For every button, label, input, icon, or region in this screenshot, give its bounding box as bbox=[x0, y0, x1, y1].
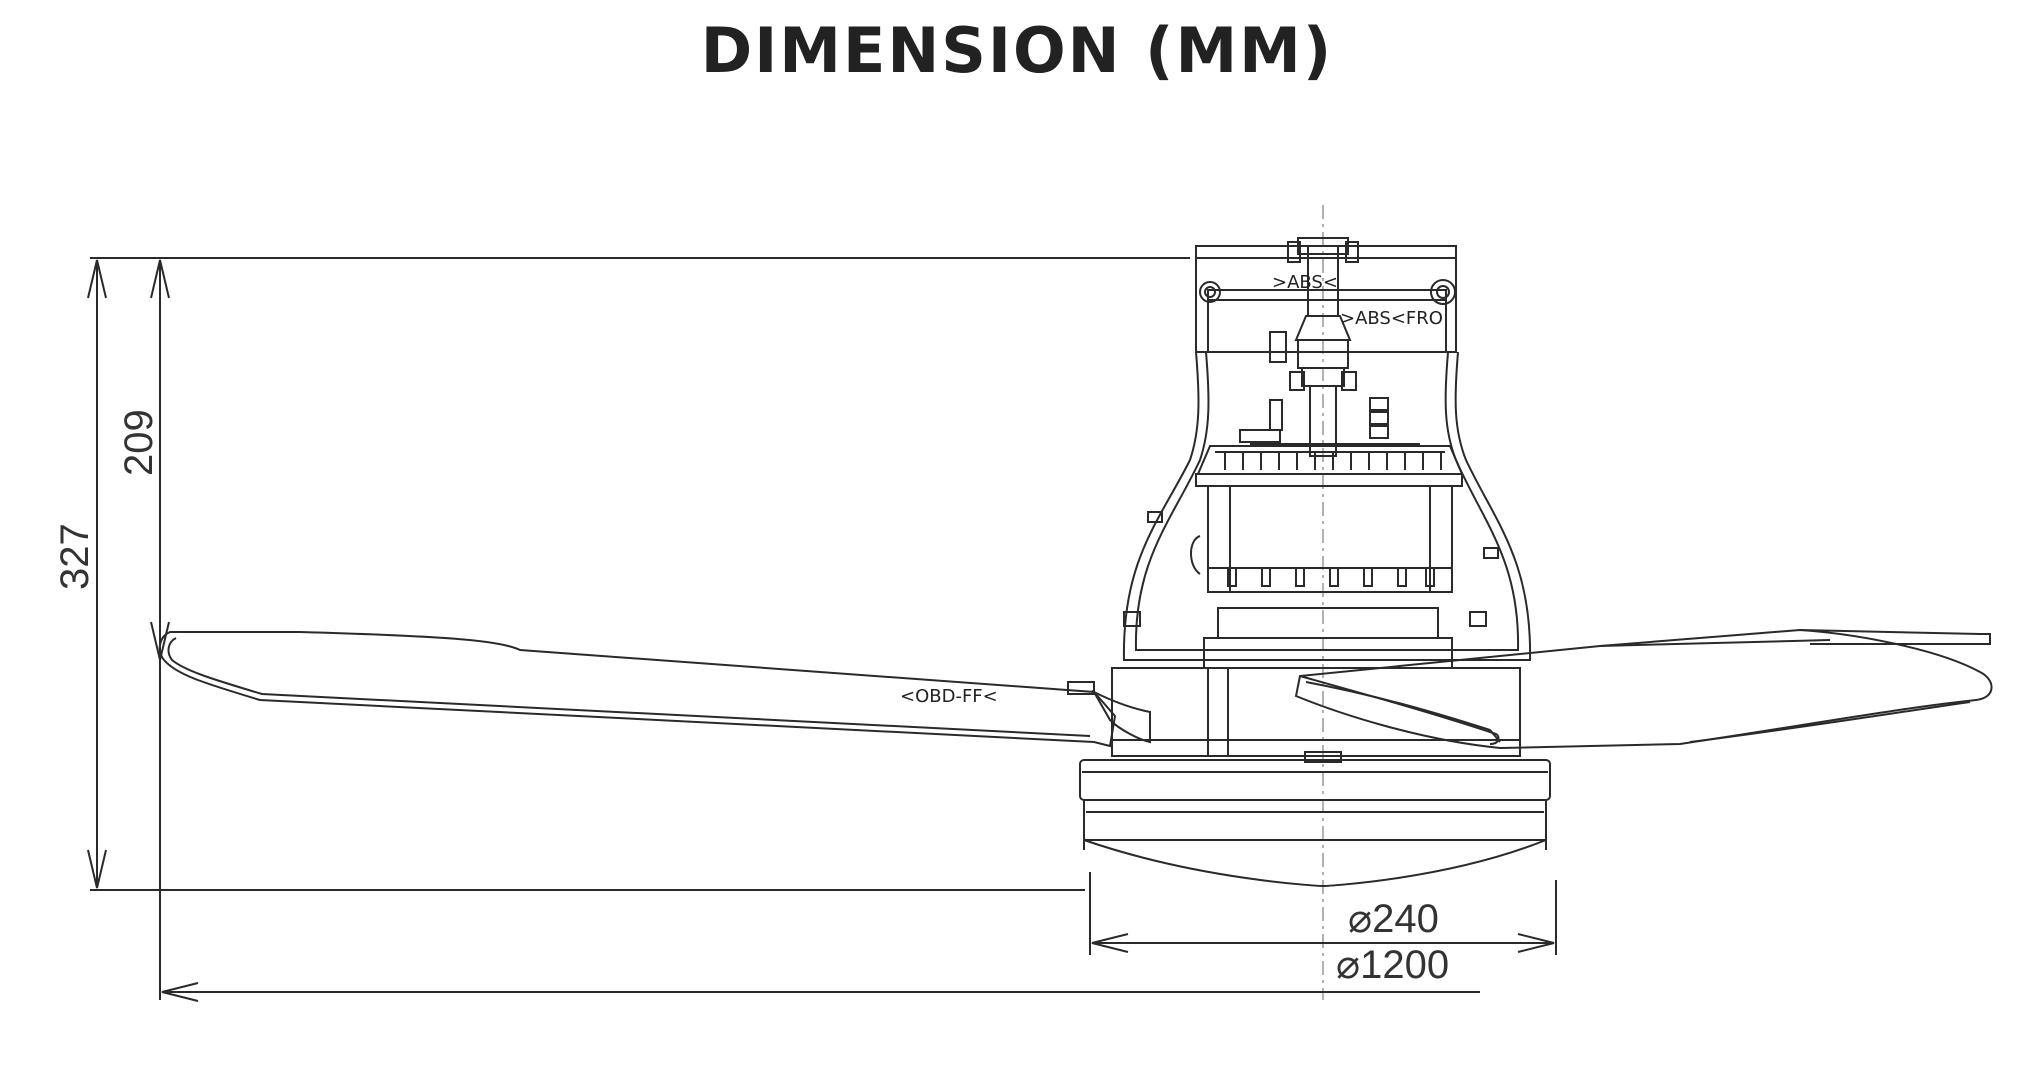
motor-height-label: 209 bbox=[117, 409, 161, 476]
body-marking-top: >ABS< bbox=[1272, 272, 1338, 293]
blade-diameter-label: ⌀1200 bbox=[1336, 943, 1449, 987]
right-blade bbox=[1294, 628, 1993, 750]
dimension-lines bbox=[87, 257, 1557, 1002]
left-blade bbox=[158, 631, 1151, 748]
page-title: DIMENSION (MM) bbox=[700, 14, 1334, 87]
total-height-label: 327 bbox=[53, 523, 97, 590]
light-kit bbox=[1079, 751, 1551, 888]
canopy-housing bbox=[1111, 237, 1532, 757]
blade-marking: <OBD-FF< bbox=[900, 686, 998, 707]
light-diameter-label: ⌀240 bbox=[1348, 897, 1439, 941]
body-marking-side: >ABS<FRO bbox=[1340, 308, 1443, 329]
